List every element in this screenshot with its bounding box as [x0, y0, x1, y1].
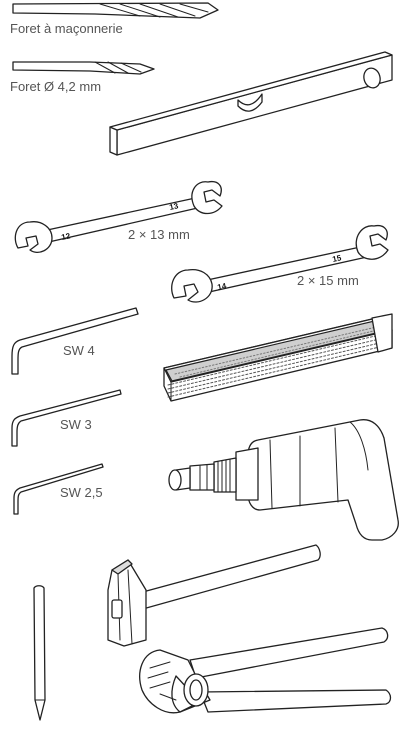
rasp-file	[163, 313, 393, 402]
masonry-drill-bit	[12, 2, 219, 19]
wrench-15-mark-left: 14	[217, 281, 228, 292]
hammer	[107, 544, 321, 647]
label-wrench-13: 2 × 13 mm	[128, 227, 190, 242]
wrench-13-mark-left: 12	[61, 231, 72, 242]
wrench-12-13: 12 13	[14, 180, 223, 253]
wrench-15-mark-right: 15	[332, 253, 343, 264]
center-punch	[33, 585, 46, 721]
hex-key-sw2-5	[13, 463, 104, 515]
hex-key-sw3	[11, 389, 122, 447]
spirit-level	[109, 51, 393, 156]
label-hex-sw2-5: SW 2,5	[60, 485, 103, 500]
label-wrench-15: 2 × 15 mm	[297, 273, 359, 288]
drill-bit-4-2mm	[12, 61, 155, 75]
label-drill-4-2mm: Foret Ø 4,2 mm	[10, 79, 102, 94]
hex-key-sw4	[11, 307, 139, 375]
label-hex-sw3: SW 3	[60, 417, 92, 432]
wrench-14-15: 14 15	[171, 224, 389, 303]
label-hex-sw4: SW 4	[63, 343, 95, 358]
water-pump-pliers	[139, 627, 392, 714]
label-masonry-drill: Foret à maçonnerie	[10, 21, 123, 36]
drill-driver-attachment	[168, 419, 399, 541]
wrench-13-mark-right: 13	[169, 201, 180, 212]
